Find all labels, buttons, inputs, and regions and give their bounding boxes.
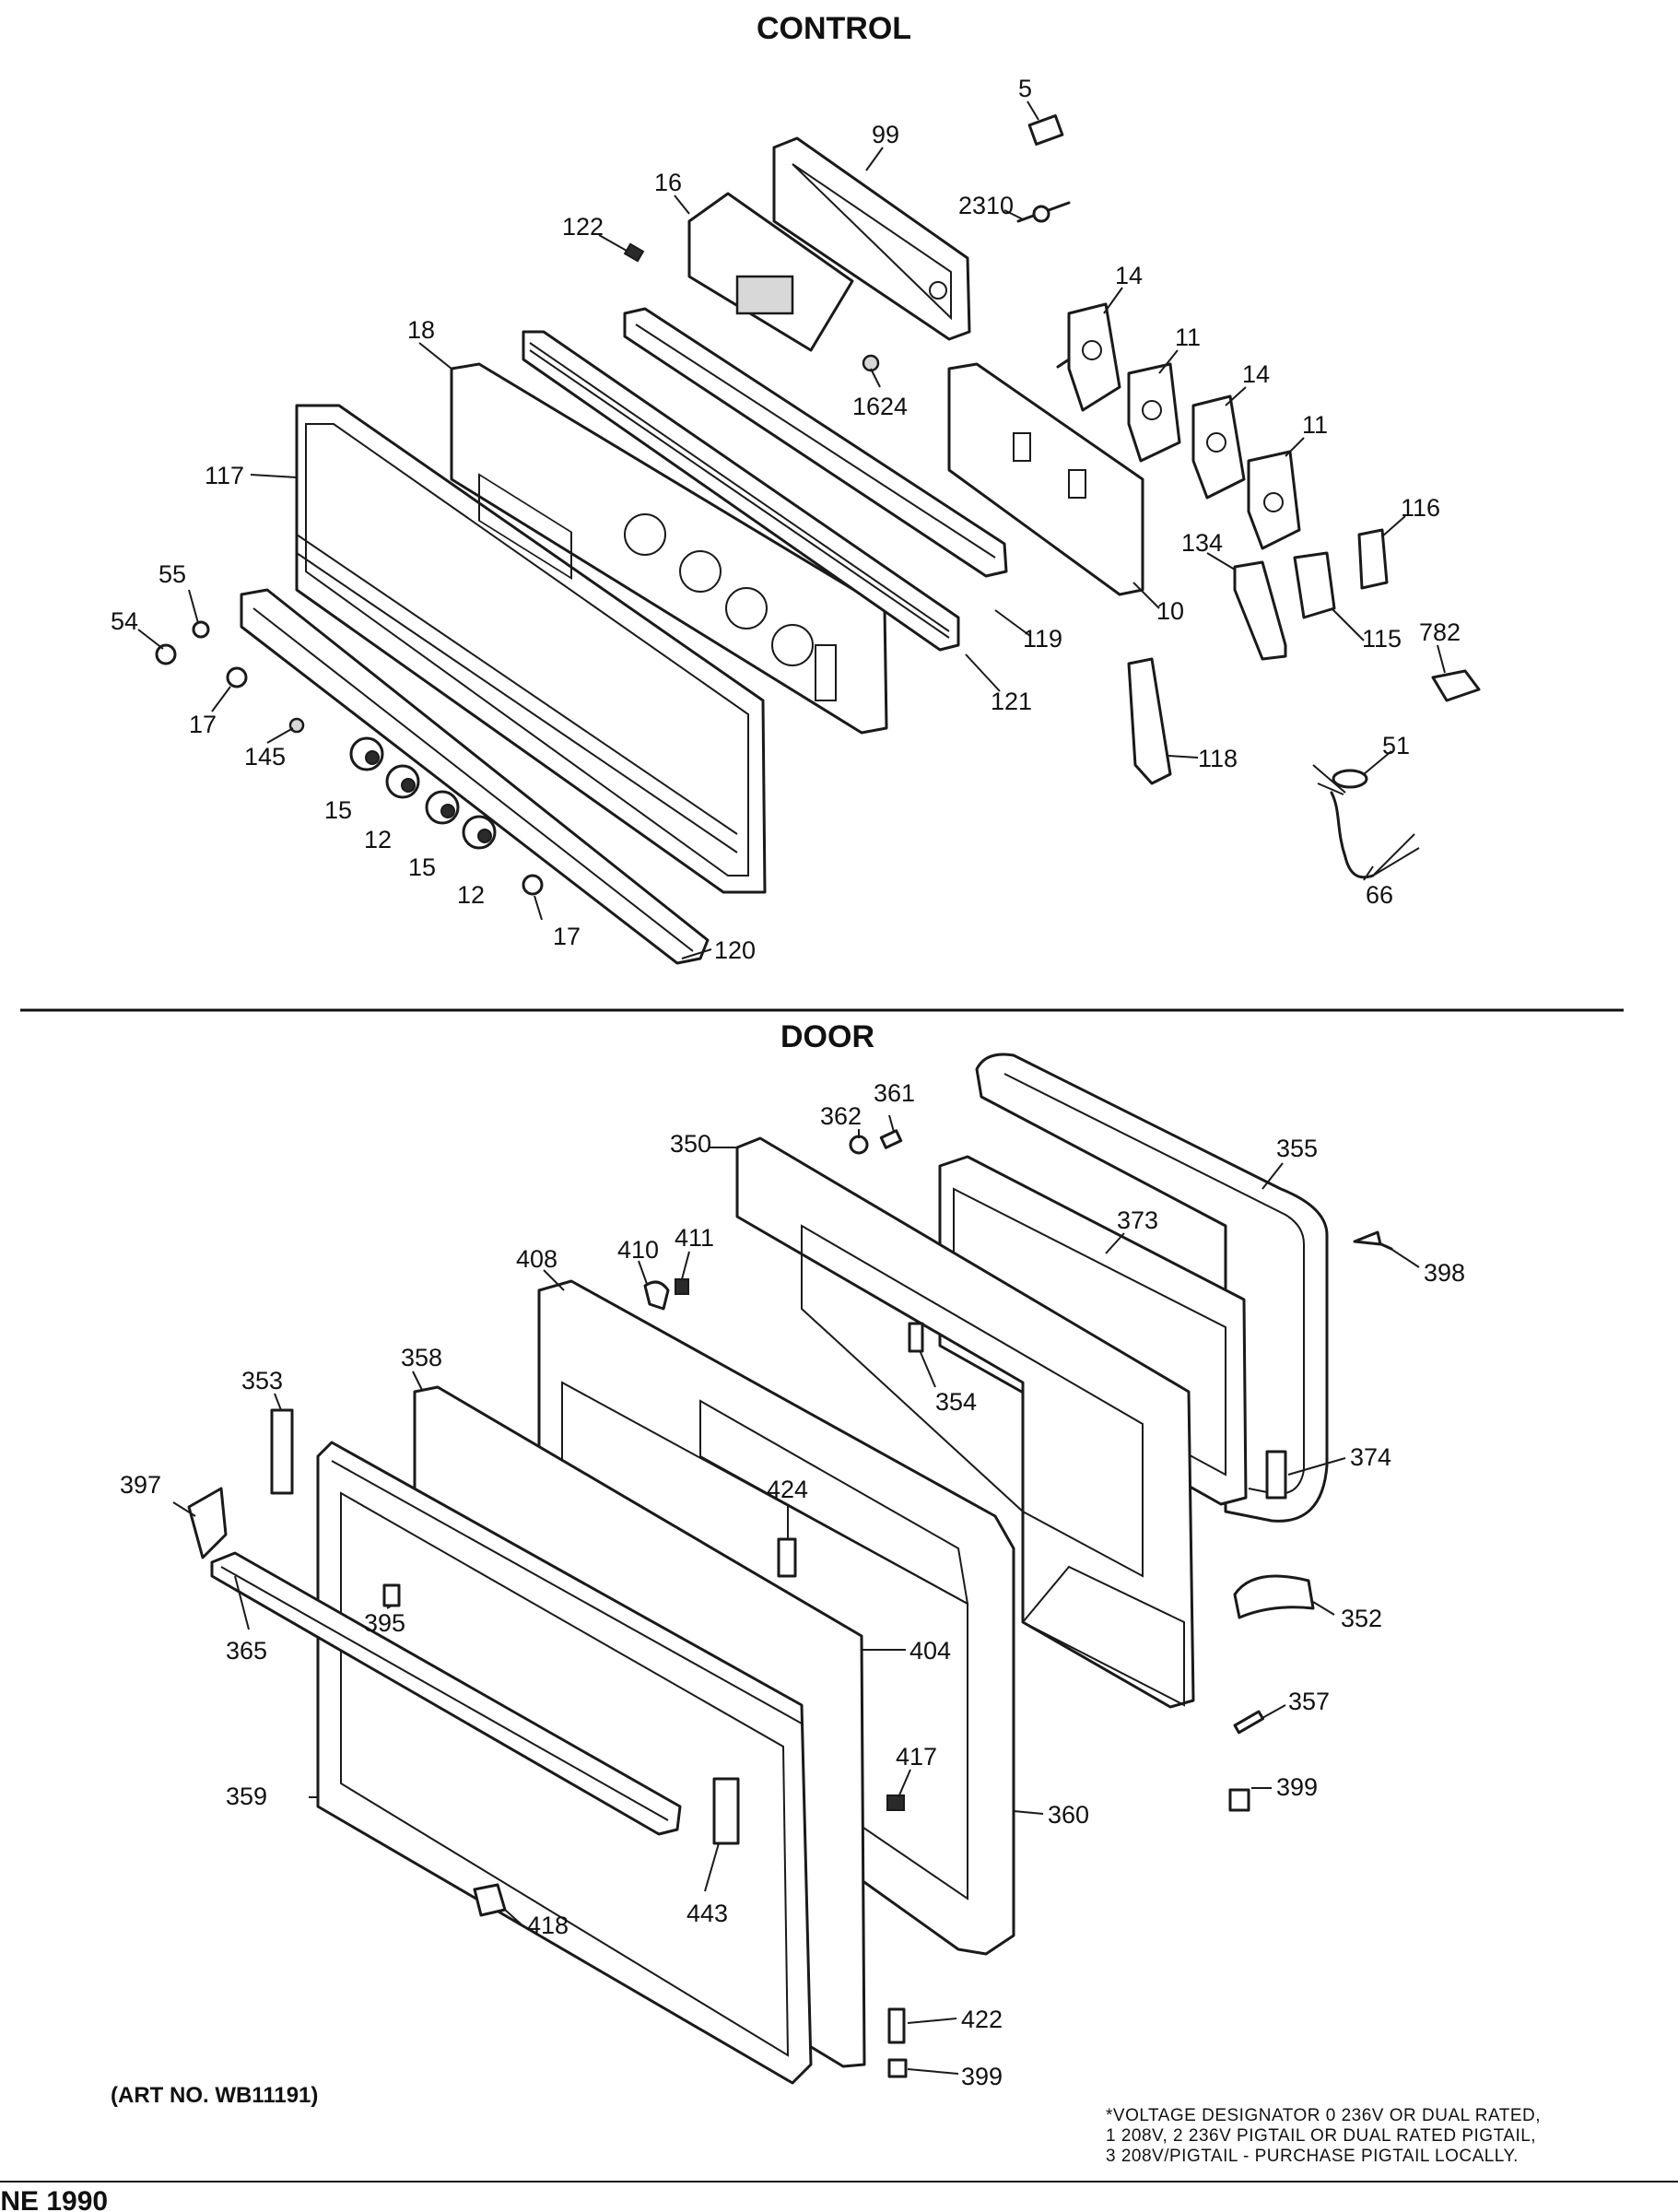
callout-408: 408 xyxy=(516,1245,557,1273)
part-door-hardware xyxy=(187,1129,1393,2078)
callout-395: 395 xyxy=(364,1609,405,1637)
part-switch-14b xyxy=(1191,394,1246,500)
callout-118: 118 xyxy=(1198,745,1238,772)
part-switch-11a xyxy=(1127,362,1181,463)
callout-353: 353 xyxy=(241,1367,283,1394)
part-bracket-118 xyxy=(1127,657,1172,785)
callout-374: 374 xyxy=(1350,1443,1391,1471)
callout-labels: 5 99 2310 16 122 14 11 14 11 18 1624 117… xyxy=(111,75,1465,2090)
callout-357: 357 xyxy=(1288,1688,1330,1715)
callout-355: 355 xyxy=(1276,1135,1318,1162)
part-small-fasteners xyxy=(155,114,1071,896)
callout-12b: 12 xyxy=(457,881,485,909)
voltage-note-line-2: 1 208V, 2 236V PIGTAIL OR DUAL RATED PIG… xyxy=(1106,2126,1536,2146)
callout-397: 397 xyxy=(120,1471,161,1499)
callout-116: 116 xyxy=(1401,494,1440,522)
callout-398: 398 xyxy=(1424,1259,1465,1287)
part-bracket-116 xyxy=(1357,528,1389,590)
callout-121: 121 xyxy=(991,688,1032,715)
callout-422: 422 xyxy=(961,2006,1003,2033)
callout-122: 122 xyxy=(562,213,604,241)
callout-17a: 17 xyxy=(189,711,217,738)
part-rail-121 xyxy=(522,330,960,652)
voltage-note-line-1: *VOLTAGE DESIGNATOR 0 236V OR DUAL RATED… xyxy=(1106,2106,1541,2125)
art-number: (ART NO. WB11191) xyxy=(111,2083,318,2108)
callout-410: 410 xyxy=(617,1236,659,1264)
callout-14b: 14 xyxy=(1242,360,1270,388)
footer-date: INE 1990 xyxy=(0,2186,108,2212)
callout-399b: 399 xyxy=(961,2063,1003,2090)
callout-399a: 399 xyxy=(1276,1773,1318,1801)
part-panel-overlay xyxy=(450,362,888,735)
callout-361: 361 xyxy=(874,1079,915,1107)
callout-354: 354 xyxy=(935,1388,977,1416)
callout-1624: 1624 xyxy=(852,393,908,420)
callout-360: 360 xyxy=(1048,1801,1089,1829)
part-inner-door-frame xyxy=(735,1136,1195,1709)
callout-119: 119 xyxy=(1023,625,1062,653)
callout-12a: 12 xyxy=(364,826,392,853)
callout-15b: 15 xyxy=(408,853,436,881)
callout-134: 134 xyxy=(1181,529,1223,557)
callout-373: 373 xyxy=(1117,1206,1158,1234)
callout-411: 411 xyxy=(675,1224,714,1252)
part-mounting-bracket xyxy=(947,362,1144,596)
callout-424: 424 xyxy=(767,1476,808,1503)
callout-117: 117 xyxy=(205,462,244,489)
callout-99: 99 xyxy=(872,121,899,148)
callout-66: 66 xyxy=(1366,881,1393,909)
callout-350: 350 xyxy=(670,1130,711,1158)
callout-417: 417 xyxy=(896,1743,937,1771)
callout-362: 362 xyxy=(820,1102,862,1130)
callout-17b: 17 xyxy=(553,923,581,950)
callout-365: 365 xyxy=(226,1637,267,1665)
callout-11b: 11 xyxy=(1302,411,1328,439)
part-switch-11b xyxy=(1247,450,1301,550)
callout-358: 358 xyxy=(401,1344,442,1371)
part-bracket-115 xyxy=(1293,551,1336,619)
part-trim-strip xyxy=(240,588,710,965)
callout-55: 55 xyxy=(158,560,186,588)
callout-11a: 11 xyxy=(1175,324,1201,351)
callout-115: 115 xyxy=(1362,625,1402,653)
callout-120: 120 xyxy=(714,936,756,964)
callout-418: 418 xyxy=(527,1912,569,1939)
section-title-control: CONTROL xyxy=(757,11,911,46)
voltage-note-line-3: 3 208V/PIGTAIL - PURCHASE PIGTAIL LOCALL… xyxy=(1106,2147,1519,2166)
callout-2310: 2310 xyxy=(958,192,1014,219)
callout-16: 16 xyxy=(654,169,682,196)
callout-145: 145 xyxy=(244,743,286,771)
callout-352: 352 xyxy=(1341,1605,1382,1632)
part-backing-board xyxy=(687,192,854,352)
part-bracket-99 xyxy=(772,136,971,341)
callout-18: 18 xyxy=(407,316,435,344)
part-rail-119 xyxy=(623,307,1008,578)
part-door-handle xyxy=(210,1551,682,1836)
part-clip-782 xyxy=(1431,669,1481,702)
callout-14a: 14 xyxy=(1115,262,1143,289)
callout-10: 10 xyxy=(1156,597,1184,625)
callout-443: 443 xyxy=(686,1900,728,1927)
part-knobs xyxy=(349,736,497,850)
part-switch-14a xyxy=(1056,302,1121,412)
callout-5: 5 xyxy=(1018,75,1032,102)
part-bracket-134 xyxy=(1233,560,1287,661)
callout-54: 54 xyxy=(111,607,138,635)
section-title-door: DOOR xyxy=(780,1019,874,1054)
leader-lines xyxy=(137,100,1446,2075)
callout-51: 51 xyxy=(1382,732,1410,759)
callout-359: 359 xyxy=(226,1783,267,1810)
callout-15a: 15 xyxy=(324,796,352,824)
callout-782: 782 xyxy=(1419,618,1461,646)
part-control-panel-frame xyxy=(295,404,767,894)
part-pigtail xyxy=(1312,764,1420,879)
callout-404: 404 xyxy=(909,1637,951,1665)
